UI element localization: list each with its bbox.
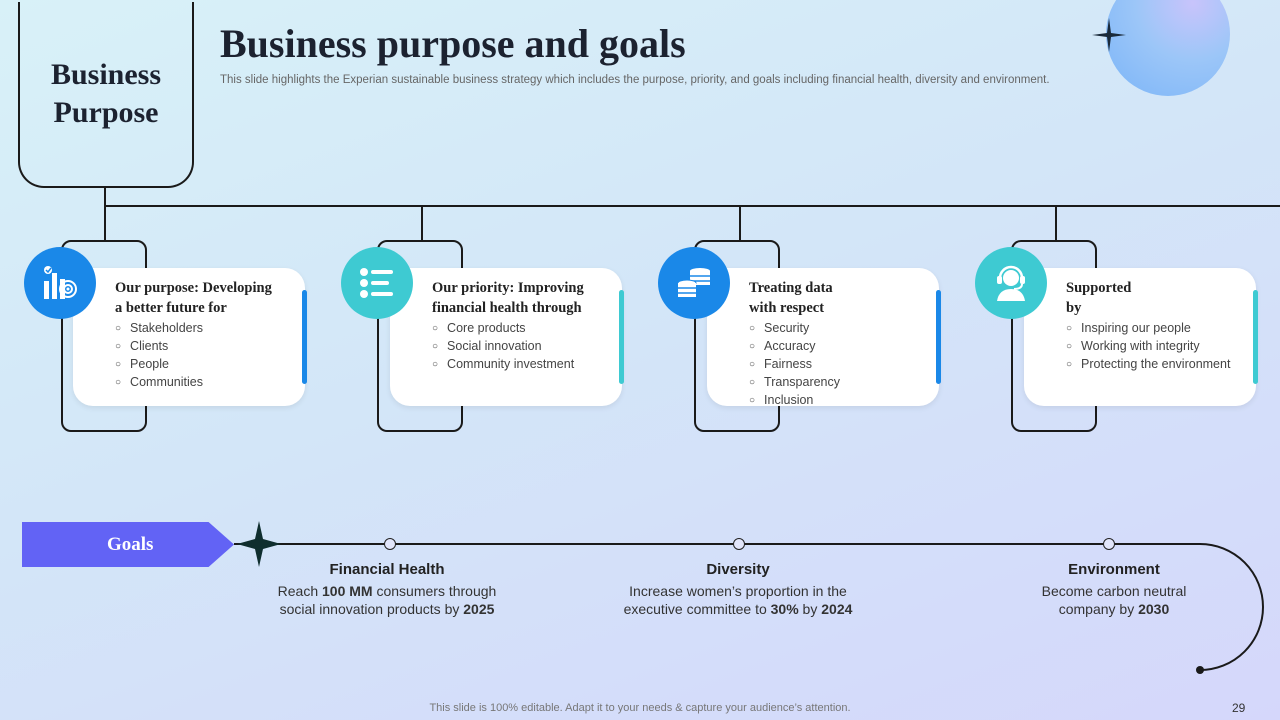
list-item: Accuracy [749, 338, 840, 356]
page-title: Business purpose and goals [220, 21, 686, 66]
list-item: Communities [115, 374, 203, 392]
goal-financial-health: Financial Health Reach 100 MM consumers … [257, 561, 517, 618]
list-item: Protecting the environment [1066, 356, 1230, 374]
list-item: Core products [432, 320, 574, 338]
purpose-box-line1: Business [50, 58, 162, 91]
card-accent-bar [619, 290, 624, 384]
list-item: Inclusion [749, 392, 840, 410]
card-list: Stakeholders Clients People Communities [115, 320, 203, 392]
card-accent-bar [936, 290, 941, 384]
decorative-orb [1106, 0, 1230, 96]
card-list: Security Accuracy Fairness Transparency … [749, 320, 840, 410]
timeline-dot [384, 538, 396, 550]
goal-title: Environment [1068, 561, 1160, 578]
goals-label: Goals [22, 522, 234, 567]
page-subtitle: This slide highlights the Experian susta… [220, 74, 1050, 86]
timeline-dot [733, 538, 745, 550]
list-item: Fairness [749, 356, 840, 374]
list-item: Stakeholders [115, 320, 203, 338]
database-stack-icon [658, 247, 730, 319]
card-list: Inspiring our people Working with integr… [1066, 320, 1230, 374]
goal-title: Financial Health [329, 561, 445, 578]
analytics-target-icon [24, 247, 96, 319]
card-accent-bar [1253, 290, 1258, 384]
list-item: Working with integrity [1066, 338, 1230, 356]
business-purpose-box: Business Purpose [18, 2, 194, 188]
list-item: Inspiring our people [1066, 320, 1230, 338]
list-item: People [115, 356, 203, 374]
list-item: Community investment [432, 356, 574, 374]
timeline-dot [1103, 538, 1115, 550]
page-number: 29 [1232, 701, 1246, 715]
checklist-icon [341, 247, 413, 319]
card-list: Core products Social innovation Communit… [432, 320, 574, 374]
purpose-box-line2: Purpose [53, 96, 159, 129]
list-item: Security [749, 320, 840, 338]
footer-note: This slide is 100% editable. Adapt it to… [429, 702, 851, 714]
goal-title: Diversity [706, 561, 770, 578]
sparkle-star-icon [1092, 18, 1126, 52]
list-item: Clients [115, 338, 203, 356]
card-accent-bar [302, 290, 307, 384]
list-item: Transparency [749, 374, 840, 392]
list-item: Social innovation [432, 338, 574, 356]
headset-support-icon [975, 247, 1047, 319]
goal-diversity: Diversity Increase women’s proportion in… [608, 561, 868, 618]
